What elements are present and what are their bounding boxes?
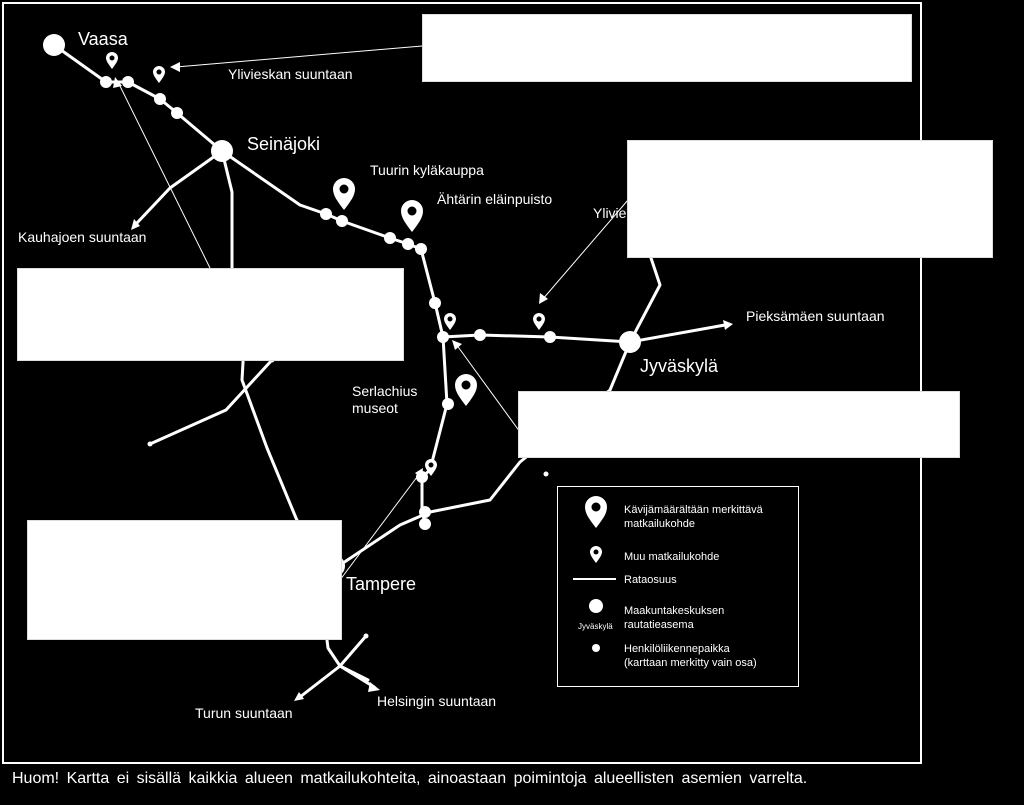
direction-arrows bbox=[131, 219, 733, 701]
station-jyvaskyla bbox=[619, 331, 641, 353]
rail-branch-south-east bbox=[338, 664, 370, 682]
pin-small-icon bbox=[533, 313, 545, 330]
legend-symbols bbox=[573, 496, 616, 652]
legend-other-poi-label: Muu matkailukohde bbox=[624, 551, 720, 563]
rail-vaasa-seinajoki bbox=[52, 43, 224, 153]
legend-major-poi-line1: Kävijämäärältään merkittävä bbox=[624, 504, 763, 516]
pin-tuuri-icon bbox=[333, 178, 355, 210]
station-stop bbox=[419, 506, 431, 518]
rail-parkano bbox=[148, 358, 274, 446]
station-stop bbox=[442, 398, 454, 410]
label-seinajoki: Seinäjoki bbox=[247, 134, 321, 154]
label-pieksamaki-direction: Pieksämäen suuntaan bbox=[746, 308, 885, 324]
callout-arrowhead-1-icon bbox=[170, 62, 180, 72]
legend-regional-station-icon bbox=[589, 599, 603, 613]
callout-line-5 bbox=[339, 472, 421, 581]
station-stop bbox=[154, 93, 166, 105]
arrow-kauhajoki-icon bbox=[131, 219, 140, 230]
map-legend: Kävijämäärältään merkittävä matkailukohd… bbox=[557, 486, 799, 687]
station-stop bbox=[415, 243, 427, 255]
legend-major-poi-label: Kävijämäärältään merkittävä matkailukohd… bbox=[624, 503, 763, 531]
pin-small-icon bbox=[106, 52, 118, 69]
label-tuuri: Tuurin kyläkauppa bbox=[370, 162, 484, 178]
station-vaasa bbox=[43, 34, 65, 56]
station-stop bbox=[437, 331, 449, 343]
station-stop bbox=[544, 331, 556, 343]
legend-passenger-stop-label: Henkilöliikennepaikka (karttaan merkitty… bbox=[624, 642, 757, 670]
pin-ahtari-icon bbox=[401, 200, 423, 232]
legend-passenger-stop-line1: Henkilöliikennepaikka bbox=[624, 643, 730, 655]
station-seinajoki bbox=[211, 140, 233, 162]
label-serlachius-line1: Serlachius bbox=[352, 383, 418, 399]
legend-regional-station-line2: rautatieasema bbox=[624, 619, 694, 631]
legend-major-poi-line2: matkailukohde bbox=[624, 518, 695, 530]
station-stop bbox=[429, 297, 441, 309]
callout-arrowhead-3-icon bbox=[539, 293, 548, 304]
callout-line-3 bbox=[541, 199, 629, 301]
station-stop bbox=[402, 238, 414, 250]
legend-regional-station-line1: Maakuntakeskuksen bbox=[624, 605, 725, 617]
redaction-box bbox=[518, 391, 960, 458]
redaction-box bbox=[17, 268, 404, 361]
callout-lines bbox=[117, 45, 629, 581]
station-stop bbox=[171, 107, 183, 119]
callout-arrowhead-4-icon bbox=[452, 340, 462, 350]
station-stop bbox=[122, 76, 134, 88]
arrow-turku-icon bbox=[294, 692, 304, 701]
callout-arrowhead-2-icon bbox=[113, 77, 122, 88]
station-stop-small bbox=[363, 633, 369, 639]
legend-small-pin-icon bbox=[590, 546, 602, 563]
rail-pieksamaki bbox=[628, 323, 727, 344]
rail-orivesi-tampere bbox=[420, 335, 449, 526]
redaction-box bbox=[627, 140, 993, 258]
station-stop-small bbox=[543, 471, 549, 477]
legend-regional-station-label: Maakuntakeskuksen rautatieasema bbox=[624, 604, 724, 632]
legend-rail-label: Rataosuus bbox=[624, 574, 677, 586]
pin-small-icon bbox=[444, 313, 456, 330]
station-stop bbox=[419, 518, 431, 530]
rail-ylivieska-north bbox=[628, 253, 662, 344]
arrow-helsinki-icon bbox=[368, 682, 380, 692]
legend-major-pin-icon bbox=[585, 496, 607, 528]
label-kauhajoki-direction: Kauhajoen suuntaan bbox=[18, 229, 147, 245]
label-ylivieska-direction: Ylivieskan suuntaan bbox=[228, 66, 353, 82]
label-serlachius-line2: museot bbox=[352, 400, 398, 416]
label-serlachius: Serlachius museot bbox=[352, 383, 417, 417]
label-turku-direction: Turun suuntaan bbox=[195, 705, 293, 721]
label-vaasa: Vaasa bbox=[78, 29, 128, 49]
label-ylivieska-partial: Ylivie bbox=[593, 205, 627, 221]
station-stop-small bbox=[147, 441, 153, 447]
callout-line-2 bbox=[117, 81, 211, 269]
legend-regional-station-example: Jyväskylä bbox=[578, 622, 613, 631]
other-poi-pins bbox=[106, 52, 545, 476]
pin-small-icon bbox=[425, 459, 437, 476]
station-stop bbox=[416, 471, 428, 483]
rail-turku bbox=[298, 664, 342, 699]
major-poi-pins bbox=[333, 178, 477, 406]
station-stop bbox=[336, 215, 348, 227]
callout-line-4 bbox=[455, 343, 521, 433]
label-tampere: Tampere bbox=[346, 574, 417, 594]
station-stop bbox=[100, 76, 112, 88]
rail-seinajoki-kauhajoki bbox=[134, 149, 224, 226]
pin-serlachius-icon bbox=[455, 374, 477, 406]
redaction-box bbox=[27, 520, 342, 640]
redaction-box bbox=[422, 14, 912, 82]
passenger-stops bbox=[100, 76, 556, 639]
footnote: Huom! Kartta ei sisällä kaikkia alueen m… bbox=[12, 770, 808, 787]
rail-jyvaskyla-tampere bbox=[338, 340, 632, 567]
label-ahtari: Ähtärin eläinpuisto bbox=[437, 191, 553, 207]
pin-small-icon bbox=[153, 66, 165, 83]
station-stop bbox=[384, 232, 396, 244]
callout-line-1 bbox=[175, 45, 423, 68]
label-helsinki-direction: Helsingin suuntaan bbox=[377, 693, 497, 709]
legend-passenger-stop-icon bbox=[592, 644, 600, 652]
arrow-pieksamaki-icon bbox=[723, 320, 733, 330]
rail-branch-south bbox=[338, 634, 368, 668]
label-jyvaskyla: Jyväskylä bbox=[640, 356, 719, 376]
station-stop bbox=[320, 208, 332, 220]
station-stop bbox=[474, 329, 486, 341]
legend-passenger-stop-line2: (karttaan merkitty vain osa) bbox=[624, 657, 757, 669]
